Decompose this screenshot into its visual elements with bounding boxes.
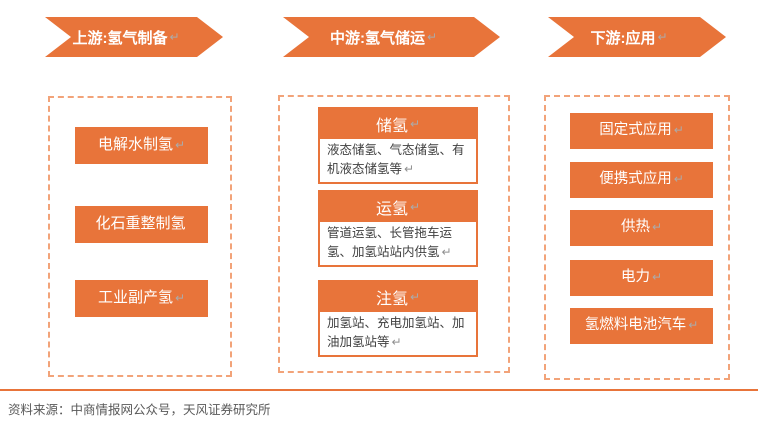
return-mark-icon: ↵	[409, 200, 421, 214]
stage-header-midstream-label: 中游:氢气储运	[329, 29, 425, 47]
midstream-group-transport-title: 运氢↵	[320, 192, 476, 222]
return-mark-icon: ↵	[657, 30, 668, 44]
downstream-item-portable: 便携式应用↵	[570, 162, 713, 198]
group-title-label: 运氢	[375, 201, 408, 218]
return-mark-icon: ↵	[441, 245, 452, 259]
return-mark-icon: ↵	[404, 162, 415, 176]
return-mark-icon: ↵	[651, 220, 663, 235]
return-mark-icon: ↵	[651, 270, 663, 285]
group-desc-text: 液态储氢、气态储氢、有机液态储氢等	[327, 143, 465, 176]
group-title-label: 储氢	[375, 118, 408, 135]
midstream-group-storage-title: 储氢↵	[320, 109, 476, 139]
midstream-group-refueling-desc: 加氢站、充电加氢站、加油加氢站等↵	[320, 312, 476, 355]
midstream-group-refueling: 注氢↵ 加氢站、充电加氢站、加油加氢站等↵	[318, 280, 478, 357]
upstream-item-industrial-byproduct: 工业副产氢↵	[75, 280, 208, 317]
upstream-item-fossil-reforming: 化石重整制氢	[75, 206, 208, 243]
midstream-group-transport-desc: 管道运氢、长管拖车运氢、加氢站站内供氢↵	[320, 222, 476, 265]
group-desc-text: 管道运氢、长管拖车运氢、加氢站站内供氢	[327, 226, 453, 259]
midstream-group-refueling-title: 注氢↵	[320, 282, 476, 312]
stage-header-midstream: 中游:氢气储运↵	[283, 17, 500, 57]
upstream-item-label: 工业副产氢	[97, 289, 173, 307]
midstream-group-storage-desc: 液态储氢、气态储氢、有机液态储氢等↵	[320, 139, 476, 182]
return-mark-icon: ↵	[409, 290, 421, 304]
downstream-item-fuel-cell-vehicle: 氢燃料电池汽车↵	[570, 308, 713, 344]
stage-header-upstream-label: 上游:氢气制备	[72, 29, 168, 47]
upstream-item-electrolysis: 电解水制氢↵	[75, 127, 208, 164]
upstream-container	[48, 96, 232, 377]
midstream-group-storage: 储氢↵ 液态储氢、气态储氢、有机液态储氢等↵	[318, 107, 478, 184]
downstream-item-label: 固定式应用	[599, 122, 672, 139]
downstream-item-label: 供热	[620, 219, 650, 236]
group-title-label: 注氢	[375, 291, 408, 308]
downstream-container	[544, 95, 730, 380]
upstream-item-label: 电解水制氢	[97, 136, 173, 154]
stage-header-downstream: 下游:应用↵	[548, 17, 726, 57]
upstream-item-label: 化石重整制氢	[95, 215, 186, 233]
footer-divider-line	[0, 389, 758, 391]
return-mark-icon: ↵	[688, 318, 699, 333]
downstream-item-heating: 供热↵	[570, 210, 713, 246]
stage-header-upstream: 上游:氢气制备↵	[45, 17, 223, 57]
downstream-item-stationary: 固定式应用↵	[570, 113, 713, 149]
midstream-container	[278, 95, 510, 373]
return-mark-icon: ↵	[426, 30, 438, 44]
return-mark-icon: ↵	[174, 137, 186, 152]
return-mark-icon: ↵	[391, 335, 402, 349]
midstream-group-transport: 运氢↵ 管道运氢、长管拖车运氢、加氢站站内供氢↵	[318, 190, 478, 267]
return-mark-icon: ↵	[673, 123, 684, 138]
downstream-item-label: 便携式应用	[599, 171, 672, 188]
source-attribution: 资料来源：中商情报网公众号，天风证券研究所	[8, 403, 271, 417]
return-mark-icon: ↵	[409, 117, 421, 131]
group-desc-text: 加氢站、充电加氢站、加油加氢站等	[327, 316, 465, 349]
return-mark-icon: ↵	[169, 30, 180, 44]
stage-header-downstream-label: 下游:应用	[590, 29, 656, 47]
return-mark-icon: ↵	[673, 172, 684, 187]
return-mark-icon: ↵	[174, 290, 186, 305]
downstream-item-label: 电力	[620, 269, 650, 286]
downstream-item-label: 氢燃料电池汽车	[584, 317, 687, 334]
downstream-item-power: 电力↵	[570, 260, 713, 296]
